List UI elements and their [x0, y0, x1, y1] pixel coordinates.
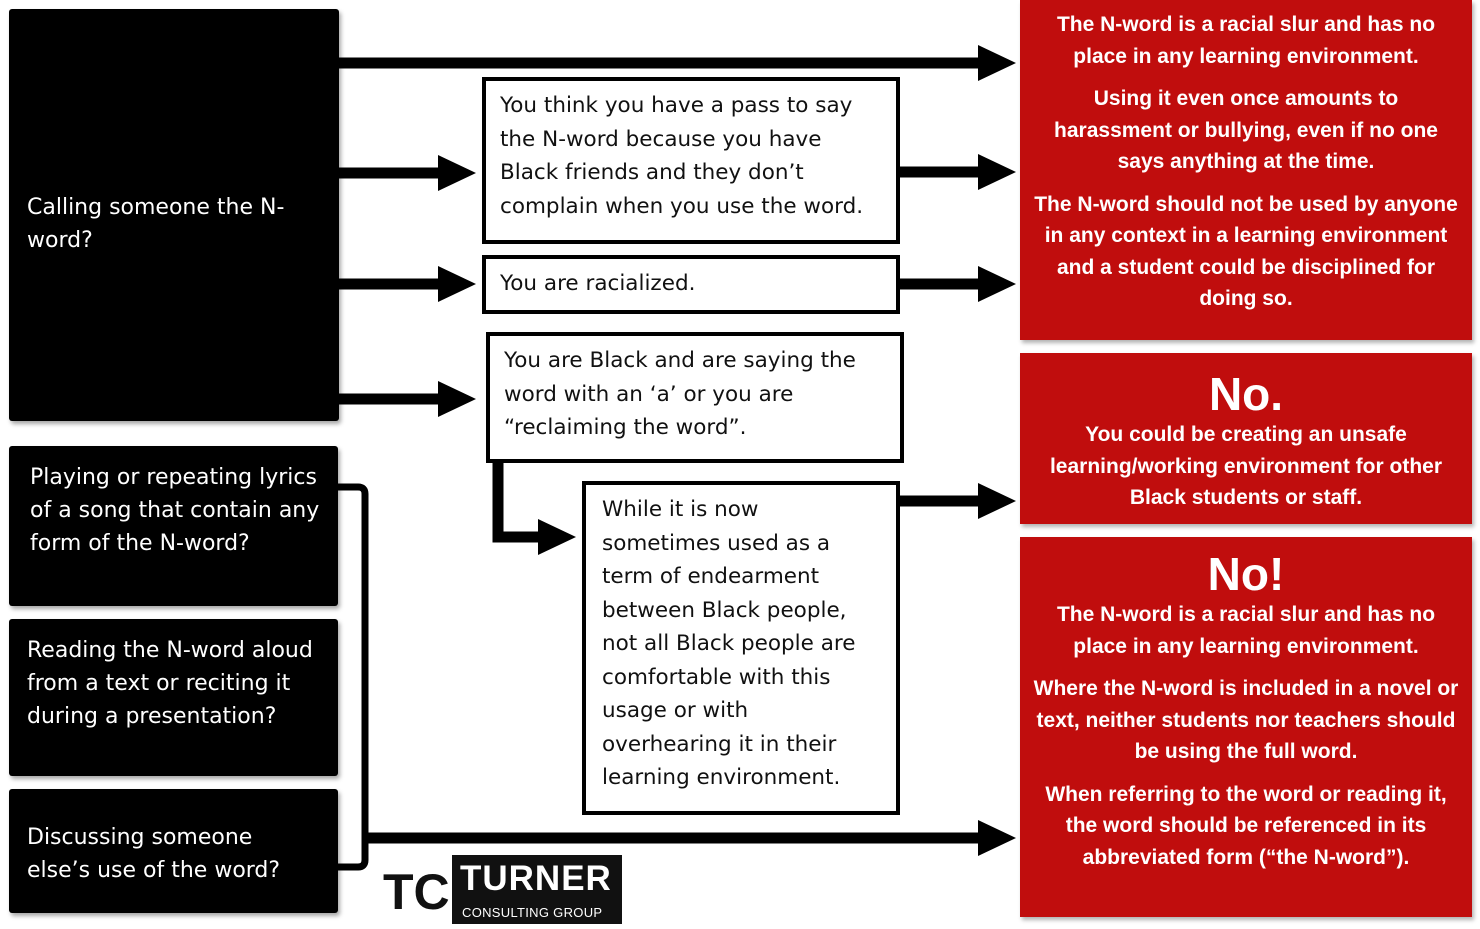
tcg-logo-mark: TCG — [380, 855, 489, 924]
question-text-1: Calling someone the N-word? — [27, 195, 285, 253]
arrowhead-q1-c3 — [438, 381, 476, 417]
question-text-3: Reading the N-word aloud from a text or … — [27, 638, 313, 729]
arrow-c3-to-c4 — [492, 462, 545, 543]
condition-text-2: You are racialized. — [500, 271, 696, 296]
answer-3-paragraph-1: The N-word is a racial slur and has no p… — [1056, 603, 1436, 658]
logo-wordmark: TURNER CONSULTING GROUP — [452, 855, 622, 924]
turner-consulting-logo: TCG TURNER CONSULTING GROUP — [380, 855, 622, 924]
question-text-4: Discussing someone else’s use of the wor… — [27, 825, 281, 883]
condition-text-4: While it is now sometimes used as a term… — [602, 497, 856, 790]
answer-1-paragraph-1: The N-word is a racial slur and has no p… — [1056, 13, 1436, 68]
arrowhead-c4-answer2 — [978, 483, 1016, 519]
condition-box-4: While it is now sometimes used as a term… — [582, 481, 900, 815]
answer-box-2: No. You could be creating an unsafe lear… — [1020, 353, 1472, 524]
tcg-monogram-icon: TCG — [383, 864, 489, 920]
condition-text-1: You think you have a pass to say the N-w… — [500, 93, 864, 219]
arrowhead-q1-c2 — [438, 266, 476, 302]
question-box-4: Discussing someone else’s use of the wor… — [9, 789, 338, 913]
answer-3-heading: No! — [1207, 548, 1285, 600]
condition-text-3: You are Black and are saying the word wi… — [504, 348, 856, 440]
answer-1-paragraph-2: Using it even once amounts to harassment… — [1054, 87, 1438, 173]
arrowhead-c1-answer1 — [978, 154, 1016, 190]
arrowhead-c3-c4 — [538, 519, 576, 555]
condition-box-3: You are Black and are saying the word wi… — [486, 332, 904, 463]
logo-subtitle: CONSULTING GROUP — [462, 905, 603, 920]
condition-box-1: You think you have a pass to say the N-w… — [482, 77, 900, 244]
bracket-questions — [338, 483, 369, 871]
question-box-1: Calling someone the N-word? — [9, 9, 339, 421]
answer-3-paragraph-3: When referring to the word or reading it… — [1045, 782, 1447, 869]
answer-box-1: The N-word is a racial slur and has no p… — [1020, 0, 1472, 340]
question-box-2: Playing or repeating lyrics of a song th… — [9, 446, 338, 606]
answer-box-3: No! The N-word is a racial slur and has … — [1020, 537, 1472, 917]
condition-box-2: You are racialized. — [482, 255, 900, 314]
arrowhead-questions-answer3 — [978, 820, 1016, 856]
answer-3-paragraph-2: Where the N-word is included in a novel … — [1033, 677, 1459, 763]
tcg-monogram-text: TCG — [383, 864, 450, 920]
answer-2-paragraph-1: You could be creating an unsafe learning… — [1049, 423, 1443, 509]
arrowhead-q1-answer1 — [978, 45, 1016, 81]
arrowhead-q1-c1 — [438, 155, 476, 191]
answer-1-paragraph-3: The N-word should not be used by anyone … — [1034, 192, 1458, 311]
logo-name: TURNER — [460, 859, 612, 898]
answer-2-heading: No. — [1208, 368, 1284, 420]
question-text-2: Playing or repeating lyrics of a song th… — [30, 465, 320, 556]
question-box-3: Reading the N-word aloud from a text or … — [9, 619, 338, 776]
arrowhead-c2-answer1 — [978, 266, 1016, 302]
